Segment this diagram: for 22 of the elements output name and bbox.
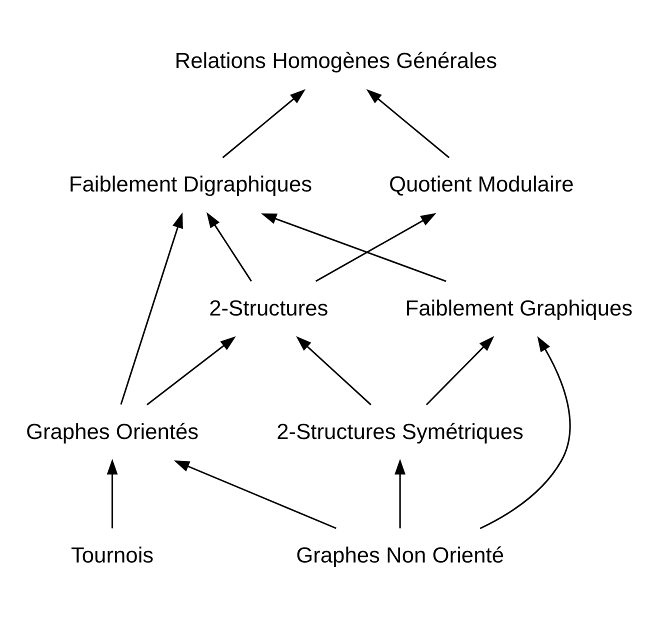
node-text: Graphes Orientés: [26, 418, 199, 444]
arrow: [316, 213, 436, 282]
arrow: [174, 460, 336, 530]
arrow: [394, 458, 406, 528]
arrow: [206, 212, 252, 282]
arrow: [366, 89, 450, 158]
arrow: [120, 212, 183, 405]
node-text: Faiblement Graphiques: [405, 295, 633, 320]
arrow: [106, 458, 118, 528]
node-text: Graphes Non Orienté: [296, 542, 504, 568]
node-text: Tournois: [70, 542, 154, 568]
node-text: Faiblement Digraphiques: [68, 172, 312, 197]
node-text: Relations Homogènes Générales: [174, 48, 498, 74]
arrow: [222, 89, 306, 158]
arrow: [480, 336, 571, 530]
node-text: 2-Structures: [209, 295, 328, 320]
node-text: 2-Structures Symétriques: [276, 418, 524, 444]
arrow: [146, 336, 236, 406]
arrow: [296, 336, 372, 406]
arrow: [260, 213, 446, 282]
arrow: [426, 336, 494, 406]
node-text: Quotient Modulaire: [388, 172, 574, 197]
